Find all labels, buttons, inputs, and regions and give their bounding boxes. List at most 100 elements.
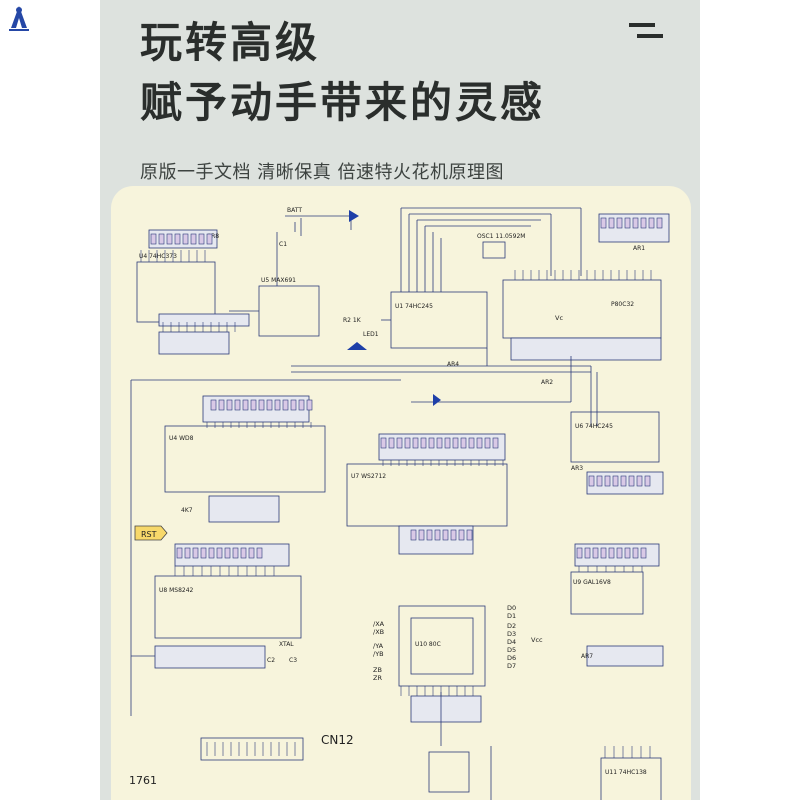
resistor-pack-element — [644, 475, 651, 487]
resistor-pack-element — [266, 399, 273, 411]
component-label: U5 MAX691 — [261, 277, 296, 284]
resistor-pack-element — [182, 233, 189, 245]
net-label: /XB — [373, 628, 384, 636]
component-label: LED1 — [363, 331, 379, 338]
component-label: AR4 — [447, 361, 459, 368]
component-label: U4 WD8 — [169, 435, 194, 442]
brand-logo-icon — [9, 6, 29, 31]
net-label: D1 — [507, 612, 516, 620]
resistor-pack-element — [216, 547, 223, 559]
resistor-pack-element — [218, 399, 225, 411]
resistor-pack-element — [444, 437, 451, 449]
component-label: C2 — [267, 657, 275, 664]
resistor-pack-element — [242, 399, 249, 411]
resistor-pack-element — [616, 547, 623, 559]
menu-icon[interactable] — [627, 22, 665, 40]
resistor-pack-element — [492, 437, 499, 449]
component-label: AR8 — [207, 233, 219, 240]
resistor-pack-element — [418, 529, 425, 541]
resistor-pack-element — [632, 217, 639, 229]
resistor-pack-element — [396, 437, 403, 449]
net-label: Vc — [555, 314, 563, 322]
net-label: D7 — [507, 662, 516, 670]
component-label: 4K7 — [181, 507, 193, 514]
resistor-pack-element — [608, 217, 615, 229]
resistor-pack-element — [208, 547, 215, 559]
net-label: /XA — [373, 620, 385, 628]
component-label: XTAL — [279, 641, 294, 648]
net-label: D3 — [507, 630, 516, 638]
resistor-pack-element — [608, 547, 615, 559]
resistor-pack-element — [632, 547, 639, 559]
resistor-pack-element — [224, 547, 231, 559]
resistor-pack-element — [184, 547, 191, 559]
resistor-pack-element — [636, 475, 643, 487]
resistor-pack-element — [428, 437, 435, 449]
resistor-pack-element — [190, 233, 197, 245]
net-label: ZB — [373, 666, 382, 674]
resistor-pack-element — [426, 529, 433, 541]
net-label: ZR — [373, 674, 382, 682]
resistor-pack-element — [240, 547, 247, 559]
product-page-panel: 玩转高级 赋予动手带来的灵感 原版一手文档 清晰保真 倍速特火花机原理图 — [100, 0, 700, 800]
resistor-pack-element — [640, 547, 647, 559]
component-label: U9 GAL16V8 — [573, 579, 611, 586]
resistor-pack-element — [656, 217, 663, 229]
component-label: AR3 — [571, 465, 583, 472]
resistor-pack-element — [624, 217, 631, 229]
resistor-pack-element — [410, 529, 417, 541]
resistor-pack-element — [150, 233, 157, 245]
resistor-pack-element — [466, 529, 473, 541]
subtitle: 原版一手文档 清晰保真 倍速特火花机原理图 — [140, 162, 504, 183]
resistor-pack-element — [640, 217, 647, 229]
resistor-pack-element — [290, 399, 297, 411]
resistor-pack-element — [596, 475, 603, 487]
headline-line-1: 玩转高级 — [140, 18, 321, 67]
resistor-pack-element — [250, 399, 257, 411]
sheet-number: 1761 — [129, 774, 157, 787]
net-label: D2 — [507, 622, 516, 630]
resistor-pack-element — [628, 475, 635, 487]
net-label: D0 — [507, 604, 516, 612]
component-label: U8 MS8242 — [159, 587, 194, 594]
resistor-pack-element — [158, 233, 165, 245]
resistor-pack-element — [166, 233, 173, 245]
resistor-pack-element — [420, 437, 427, 449]
resistor-pack-element — [232, 547, 239, 559]
component-label: U6 74HC245 — [575, 423, 613, 430]
resistor-pack-element — [404, 437, 411, 449]
resistor-pack-element — [388, 437, 395, 449]
resistor-pack-element — [468, 437, 475, 449]
resistor-pack-element — [576, 547, 583, 559]
resistor-pack-element — [452, 437, 459, 449]
component-label: BATT — [287, 207, 302, 214]
resistor-pack-element — [248, 547, 255, 559]
component-label: U4 74HC373 — [139, 253, 177, 260]
resistor-pack-element — [458, 529, 465, 541]
resistor-pack-element — [234, 399, 241, 411]
resistor-pack-element — [604, 475, 611, 487]
resistor-pack-element — [450, 529, 457, 541]
net-label: /YA — [373, 642, 384, 650]
resistor-pack-element — [298, 399, 305, 411]
resistor-pack-element — [434, 529, 441, 541]
rst-tag: RST — [134, 525, 168, 541]
net-label: D6 — [507, 654, 516, 662]
resistor-pack-element — [210, 399, 217, 411]
component-label: C1 — [279, 241, 287, 248]
component-label: U11 74HC138 — [605, 769, 647, 776]
resistor-pack-element — [588, 475, 595, 487]
component-label: AR2 — [541, 379, 553, 386]
component-label: P80C32 — [611, 301, 634, 308]
headline-line-2: 赋予动手带来的灵感 — [140, 78, 546, 127]
resistor-pack-element — [258, 399, 265, 411]
net-label: /YB — [373, 650, 384, 658]
resistor-pack-element — [600, 217, 607, 229]
resistor-pack-element — [198, 233, 205, 245]
resistor-pack-element — [200, 547, 207, 559]
resistor-pack-element — [174, 233, 181, 245]
net-label: D4 — [507, 638, 516, 646]
component-label: U1 74HC245 — [395, 303, 433, 310]
